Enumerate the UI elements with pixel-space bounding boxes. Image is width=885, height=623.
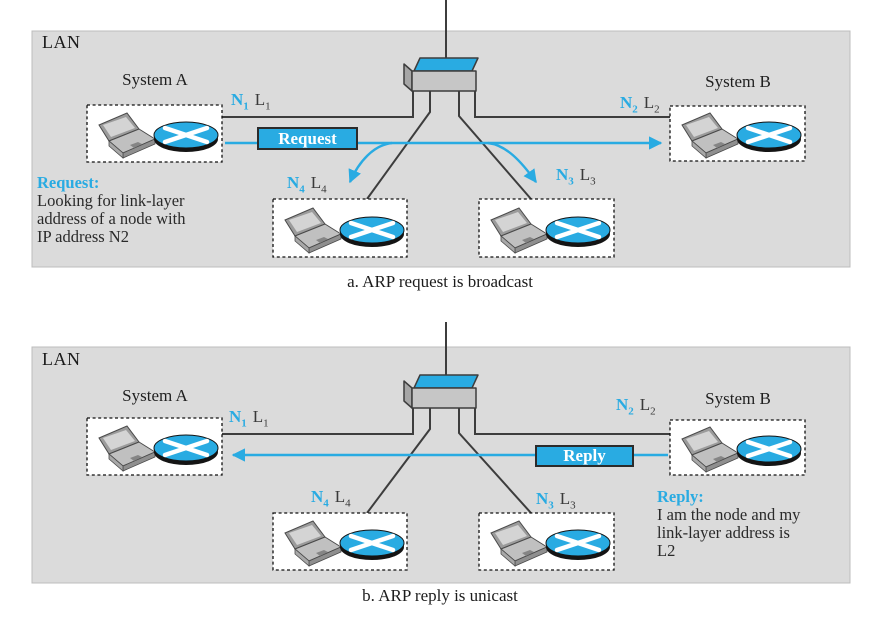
link-id: L [643, 93, 655, 112]
caption-a: a. ARP request is broadcast [347, 272, 533, 291]
link-id: L [310, 173, 322, 192]
reply-note: Reply: I am the node and my link-layer a… [657, 488, 800, 560]
request-note-line: address of a node with [37, 209, 186, 228]
link-id-sub: 4 [345, 497, 351, 510]
cable-b-n3 [458, 408, 532, 514]
panel-a-graphics [31, 0, 851, 268]
link-id-sub: 3 [570, 499, 576, 512]
reply-note-title: Reply: [657, 487, 704, 506]
system-b-label-a: System B [705, 72, 771, 91]
cable-a-n4 [366, 91, 431, 200]
cables-b [222, 408, 670, 514]
net-id: N [231, 90, 244, 109]
net-id: N [287, 173, 300, 192]
net-id-sub: 2 [632, 103, 638, 116]
lan-label-b: LAN [42, 349, 81, 369]
reply-note-line: link-layer address is [657, 523, 790, 542]
cable-a-system-a [222, 91, 414, 118]
cable-a-n3 [458, 91, 532, 200]
link-id: L [254, 90, 266, 109]
net-id: N [229, 407, 242, 426]
link-id: L [639, 395, 651, 414]
request-packet-box: Request [257, 127, 358, 150]
link-id-sub: 1 [263, 417, 269, 430]
link-id-sub: 1 [265, 100, 271, 113]
request-arrow-to-n4 [348, 141, 393, 184]
lan-label-a: LAN [42, 32, 81, 52]
cable-b-system-b [474, 408, 670, 435]
request-note: Request: Looking for link-layer address … [37, 174, 185, 246]
request-arrow-to-n3 [487, 141, 537, 184]
net-id-sub: 3 [548, 499, 554, 512]
cable-b-n4 [366, 408, 431, 514]
caption-b: b. ARP reply is unicast [362, 586, 518, 605]
cables-a [222, 91, 670, 200]
reply-packet-box: Reply [535, 445, 634, 467]
net-id-sub: 2 [628, 405, 634, 418]
link-id-sub: 4 [321, 183, 327, 196]
net-id-sub: 4 [323, 497, 329, 510]
link-id: L [579, 165, 591, 184]
net-id-sub: 4 [299, 183, 305, 196]
link-id-sub: 3 [590, 175, 596, 188]
request-note-line: Looking for link-layer [37, 191, 185, 210]
system-b-label-b: System B [705, 389, 771, 408]
system-a-label-a: System A [122, 70, 188, 89]
request-note-line: IP address N2 [37, 227, 129, 246]
link-id: L [252, 407, 264, 426]
reply-note-line: L2 [657, 541, 676, 560]
net-id-sub: 1 [243, 100, 249, 113]
net-id: N [616, 395, 629, 414]
net-id: N [620, 93, 633, 112]
request-note-title: Request: [37, 173, 100, 192]
reply-note-line: I am the node and my [657, 505, 801, 524]
net-id-sub: 3 [568, 175, 574, 188]
cable-b-system-a [222, 408, 414, 435]
net-id: N [536, 489, 549, 508]
system-a-label-b: System A [122, 386, 188, 405]
net-id: N [311, 487, 324, 506]
link-id: L [559, 489, 571, 508]
link-id-sub: 2 [654, 103, 660, 116]
panel-b-graphics [31, 322, 851, 584]
cable-a-system-b [474, 91, 670, 118]
link-id: L [334, 487, 346, 506]
net-id: N [556, 165, 569, 184]
link-id-sub: 2 [650, 405, 656, 418]
net-id-sub: 1 [241, 417, 247, 430]
